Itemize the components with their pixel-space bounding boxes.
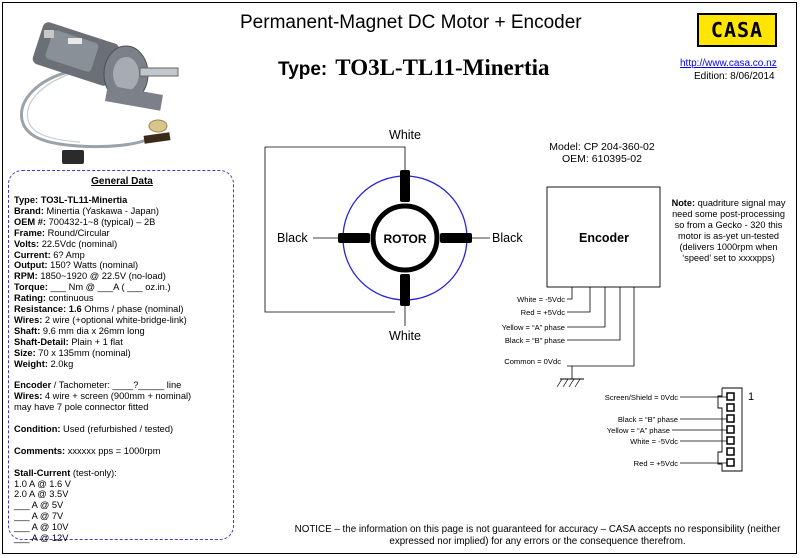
disclaimer-notice: NOTICE – the information on this page is… — [294, 524, 781, 547]
connector-pin — [726, 458, 735, 467]
white-wire-link — [264, 146, 406, 313]
logo-text: CASA — [710, 18, 764, 42]
encoder-box — [546, 186, 661, 288]
brush-bottom — [400, 274, 410, 306]
connector-label: Screen/Shield = 0Vdc — [605, 393, 678, 402]
edition-date: Edition: 8/06/2014 — [694, 71, 775, 82]
connector-label: Black = “B” phase — [618, 415, 678, 424]
encoder-wire-label: Yellow = “A” phase — [502, 323, 565, 332]
stall-row: 2.0 A @ 3.5V — [14, 489, 69, 500]
connector-pin — [726, 436, 735, 445]
spec-list: Type: TO3L-TL11-Minertia Brand: Minertia… — [14, 195, 191, 544]
spec-shaft-detail: Shaft-Detail: Plain + 1 flat — [14, 336, 123, 347]
connector-pin — [726, 414, 735, 423]
connector-label: Red = +5Vdc — [634, 459, 679, 468]
spec-stall-current: Stall-Current (test-only): — [14, 467, 117, 478]
spec-frame: Frame: Round/Circular — [14, 227, 110, 238]
model-number: Model: CP 204-360-02 — [549, 141, 655, 153]
spec-brand: Brand: Minertia (Yaskawa - Japan) — [14, 205, 160, 216]
stall-row: ___ A @ 12V — [14, 533, 69, 544]
spec-weight: Weight: 2.0kg — [14, 358, 74, 369]
connector-pin — [726, 425, 735, 434]
spec-volts: Volts: 22.5Vdc (nominal) — [14, 238, 118, 249]
connector-label: Yellow = “A” phase — [607, 426, 670, 435]
spec-rpm: RPM: 1850~1920 @ 22.5V (no-load) — [14, 271, 166, 282]
connector-label: White = -5Vdc — [630, 437, 678, 446]
spec-encoder: Encoder / Tachometer: ____?_____ line — [14, 380, 182, 391]
white-bottom-label: White — [389, 329, 421, 343]
encoder-note: Note: quadriture signal may need some po… — [666, 198, 791, 264]
motor-schematic: White White Black Black ROTOR — [264, 128, 523, 343]
general-data-heading: General Data — [91, 176, 153, 187]
brush-left — [338, 233, 370, 243]
encoder-wire-label: Red = +5Vdc — [521, 308, 566, 317]
rotor-circle — [370, 203, 440, 273]
spec-comments: Comments: xxxxxx pps = 1000rpm — [14, 445, 161, 456]
connector-pin — [726, 403, 735, 412]
rotor-label: ROTOR — [383, 232, 426, 246]
stall-row: ___ A @ 7V — [14, 511, 64, 522]
spec-rating: Rating: continuous — [14, 293, 94, 304]
oem-number: OEM: 610395-02 — [562, 153, 642, 165]
stall-row: 1.0 A @ 1.6 V — [14, 478, 71, 489]
encoder-wire-label: White = -5Vdc — [517, 295, 565, 304]
encoder-model: Model: CP 204-360-02 OEM: 610395-02 — [546, 141, 658, 165]
spec-shaft: Shaft: 9.6 mm dia x 26mm long — [14, 325, 145, 336]
spec-wires: Wires: 2 wire (+optional white-bridge-li… — [14, 314, 187, 325]
spec-resistance: Resistance: 1.6 Ohms / phase (nominal) — [14, 304, 184, 315]
spec-condition: Condition: Used (refurbished / tested) — [14, 424, 174, 434]
spec-torque: Torque: ___ Nm @ ___A ( ___ oz.in.) — [14, 282, 171, 293]
brush-right — [440, 233, 472, 243]
encoder-label: Encoder — [579, 231, 629, 245]
spec-encoder-note: may have 7 pole connector fitted — [14, 402, 149, 413]
encoder-schematic: Encoder White = -5Vdc Red = +5Vdc Yellow… — [502, 186, 661, 388]
general-data-panel: General Data Type: TO3L-TL11-Minertia Br… — [8, 170, 234, 543]
black-right-label: Black — [492, 231, 523, 245]
brush-top — [400, 170, 410, 202]
spec-type: Type: TO3L-TL11-Minertia — [14, 195, 128, 205]
motor-type: Type: TO3L-TL11-Minertia — [278, 55, 550, 81]
spec-current: Current: 6? Amp — [14, 249, 85, 260]
note-text: quadriture signal may need some post-pro… — [672, 198, 786, 263]
pin-number: 1 — [748, 391, 754, 403]
connector-pin — [726, 392, 735, 401]
spec-output: Output: 150? Watts (nominal) — [14, 260, 139, 271]
page-title: Permanent-Magnet DC Motor + Encoder — [240, 12, 582, 33]
stall-row: ___ A @ 10V — [14, 522, 69, 533]
spec-size: Size: 70 x 135mm (nominal) — [14, 347, 131, 358]
seven-pin-connector: 1 Screen/Shield = 0Vdc Black = “B” phase… — [605, 387, 754, 472]
black-left-label: Black — [277, 231, 308, 245]
stall-row: ___ A @ 5V — [14, 500, 64, 511]
casa-logo: CASA — [697, 13, 777, 47]
spec-encoder-wires: Wires: 4 wire + screen (900mm + nominal) — [14, 391, 192, 402]
type-label: Type: — [278, 59, 328, 80]
white-top-label: White — [389, 128, 421, 142]
encoder-wire-label: Common = 0Vdc — [504, 357, 561, 366]
motor-photo — [20, 22, 179, 164]
note-label: Note: — [671, 198, 696, 208]
spec-oem: OEM #: 700432-1~8 (typical) – 2B — [14, 216, 156, 227]
encoder-wire-label: Black = “B” phase — [505, 336, 565, 345]
website-link[interactable]: http://www.casa.co.nz — [680, 58, 777, 69]
connector-pin — [726, 447, 735, 456]
type-value: TO3L-TL11-Minertia — [335, 55, 550, 80]
